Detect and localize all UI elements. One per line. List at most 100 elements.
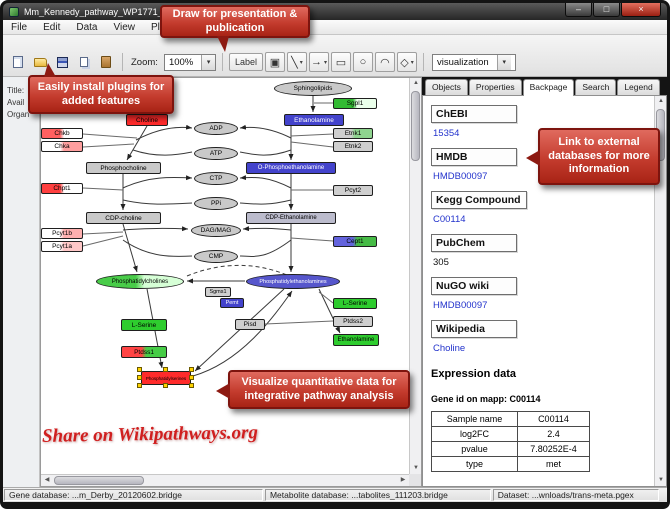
chevron-down-icon[interactable]: ▾ — [323, 59, 327, 66]
maximize-button[interactable]: □ — [593, 3, 620, 17]
pathway-node-ptdss2[interactable]: Ptdss2 — [333, 316, 373, 327]
pathway-node-chka[interactable]: Chka — [41, 141, 83, 152]
pathway-node-chkb[interactable]: Chkb — [41, 128, 83, 139]
pathway-node-pcyt1b[interactable]: Pcyt1b — [41, 228, 83, 239]
pathway-node-pemt[interactable]: Pemt — [220, 298, 244, 308]
tab-properties[interactable]: Properties — [468, 79, 522, 95]
line-tool-button[interactable]: ╲▾ — [286, 52, 307, 72]
chevron-down-icon[interactable]: ▾ — [410, 59, 414, 66]
tab-search[interactable]: Search — [575, 79, 617, 95]
pathway-node-l-serine-left[interactable]: L-Serine — [121, 319, 167, 331]
pathway-node-o-phosphoethanolamine[interactable]: O-Phosphoethanolamine — [246, 162, 336, 174]
save-file-button[interactable] — [52, 52, 72, 72]
chevron-down-icon[interactable]: ▾ — [496, 54, 511, 70]
scroll-thumb[interactable] — [54, 476, 144, 485]
pathway-node-cdp-ethanolamine[interactable]: CDP-Ethanolamine — [246, 212, 336, 224]
panel-scrollbar[interactable]: ▲ ▼ — [654, 96, 666, 486]
pathway-node-adp[interactable]: ADP — [194, 122, 238, 135]
scroll-up-icon[interactable]: ▲ — [413, 80, 419, 86]
visualization-select[interactable]: visualization ▾ — [431, 53, 516, 71]
rectangle-tool-icon: ▭ — [335, 56, 347, 69]
canvas-horizontal-scrollbar[interactable]: ◀ ▶ — [41, 474, 409, 486]
pathway-node-chpt1[interactable]: Chpt1 — [41, 183, 83, 194]
pathway-node-pcyt1a[interactable]: Pcyt1a — [41, 241, 83, 252]
pathway-node-sgpl1[interactable]: Sgpl1 — [333, 98, 377, 109]
rectangle-tool-button[interactable]: ▭ — [330, 52, 351, 72]
pathway-node-ctp[interactable]: CTP — [194, 172, 238, 185]
pathway-node-sphingolipids[interactable]: Sphingolipids — [274, 81, 352, 96]
pathway-node-cept1[interactable]: Cept1 — [333, 236, 377, 247]
toolbar-separator — [221, 53, 223, 71]
db-link[interactable]: Choline — [433, 343, 466, 354]
pathway-node-dag-mag[interactable]: DAG/MAG — [191, 224, 241, 237]
tab-legend[interactable]: Legend — [617, 79, 660, 95]
scroll-down-icon[interactable]: ▼ — [658, 477, 664, 483]
menu-data[interactable]: Data — [76, 21, 98, 33]
tab-backpage[interactable]: Backpage — [522, 79, 575, 96]
pathway-node-pisd[interactable]: Pisd — [235, 319, 265, 330]
menu-view[interactable]: View — [113, 21, 135, 33]
chevron-down-icon[interactable]: ▾ — [299, 59, 303, 66]
open-file-button[interactable] — [30, 52, 50, 72]
pathway-node-cmp[interactable]: CMP — [194, 250, 238, 263]
scroll-down-icon[interactable]: ▼ — [413, 465, 419, 471]
pathway-node-atp[interactable]: ATP — [194, 147, 238, 160]
db-link[interactable]: HMDB00097 — [433, 300, 488, 311]
callout-visualize-text: Visualize quantitative data for integrat… — [241, 375, 397, 402]
pathway-node-ethanolamine-top[interactable]: Ethanolamine — [284, 114, 344, 126]
visualization-value: visualization — [436, 56, 489, 68]
pathway-node-ethanolamine-bottom[interactable]: Ethanolamine — [333, 334, 379, 346]
pathway-node-cdp-choline[interactable]: CDP-choline — [86, 212, 161, 224]
pathway-node-phosphatidylethanolamines[interactable]: Phosphatidylethanolamines — [246, 274, 340, 289]
scroll-left-icon[interactable]: ◀ — [44, 477, 50, 483]
selection-handle[interactable] — [137, 383, 142, 388]
pathway-node-etnk1[interactable]: Etnk1 — [333, 128, 373, 139]
scroll-right-icon[interactable]: ▶ — [400, 477, 406, 483]
arc-tool-button[interactable]: ◠ — [374, 52, 395, 72]
selection-handle[interactable] — [189, 367, 194, 372]
pathway-node-phosphatidylcholines[interactable]: Phosphatidylcholines — [96, 274, 184, 289]
db-link[interactable]: C00114 — [433, 214, 466, 225]
selection-handle[interactable] — [137, 375, 142, 380]
pathway-node-phosphocholine[interactable]: Phosphocholine — [86, 162, 161, 174]
titlebar[interactable]: Mm_Kennedy_pathway_WP1771_45176.gp... – … — [3, 3, 667, 20]
selection-handle[interactable] — [189, 383, 194, 388]
new-file-button[interactable] — [8, 52, 28, 72]
selection-handle[interactable] — [137, 367, 142, 372]
pathway-node-ptdss1[interactable]: Ptdss1 — [121, 346, 167, 358]
toolbar-separator — [122, 53, 123, 71]
db-link[interactable]: HMDB00097 — [433, 171, 488, 182]
tab-objects[interactable]: Objects — [425, 79, 468, 95]
pathway-node-choline[interactable]: Choline — [126, 114, 168, 126]
ellipse-tool-button[interactable]: ○ — [352, 52, 373, 72]
pathway-node-ppi[interactable]: PPi — [194, 197, 238, 210]
pathway-node-etnk2[interactable]: Etnk2 — [333, 141, 373, 152]
arrow-tool-button[interactable]: →▾ — [308, 52, 329, 72]
scroll-up-icon[interactable]: ▲ — [658, 98, 664, 104]
db-link[interactable]: 15354 — [433, 128, 460, 139]
copy-button[interactable] — [74, 52, 94, 72]
pathway-node-pcyt2[interactable]: Pcyt2 — [333, 185, 373, 196]
paste-button[interactable] — [96, 52, 116, 72]
db-header: NuGO wiki — [431, 277, 517, 295]
label-tool-button[interactable]: Label — [228, 53, 263, 71]
scroll-thumb[interactable] — [411, 91, 420, 161]
selection-handle[interactable] — [189, 375, 194, 380]
template-tool-button[interactable]: ◇▾ — [396, 52, 417, 72]
menu-file[interactable]: File — [11, 21, 28, 33]
zoom-select[interactable]: 100% ▾ — [163, 53, 216, 71]
chevron-down-icon[interactable]: ▾ — [201, 54, 215, 70]
menu-edit[interactable]: Edit — [43, 21, 61, 33]
selection-handle[interactable] — [163, 383, 168, 388]
selection-handle[interactable] — [163, 367, 168, 372]
pathway-node-l-serine-right[interactable]: L-Serine — [333, 298, 377, 309]
close-button[interactable]: × — [621, 3, 661, 17]
pathway-node-sgms1[interactable]: Sgms1 — [205, 287, 231, 297]
canvas-vertical-scrollbar[interactable]: ▲ ▼ — [409, 78, 421, 474]
minimize-button[interactable]: – — [565, 3, 592, 17]
datanode-tool-button[interactable]: ▣ — [264, 52, 285, 72]
